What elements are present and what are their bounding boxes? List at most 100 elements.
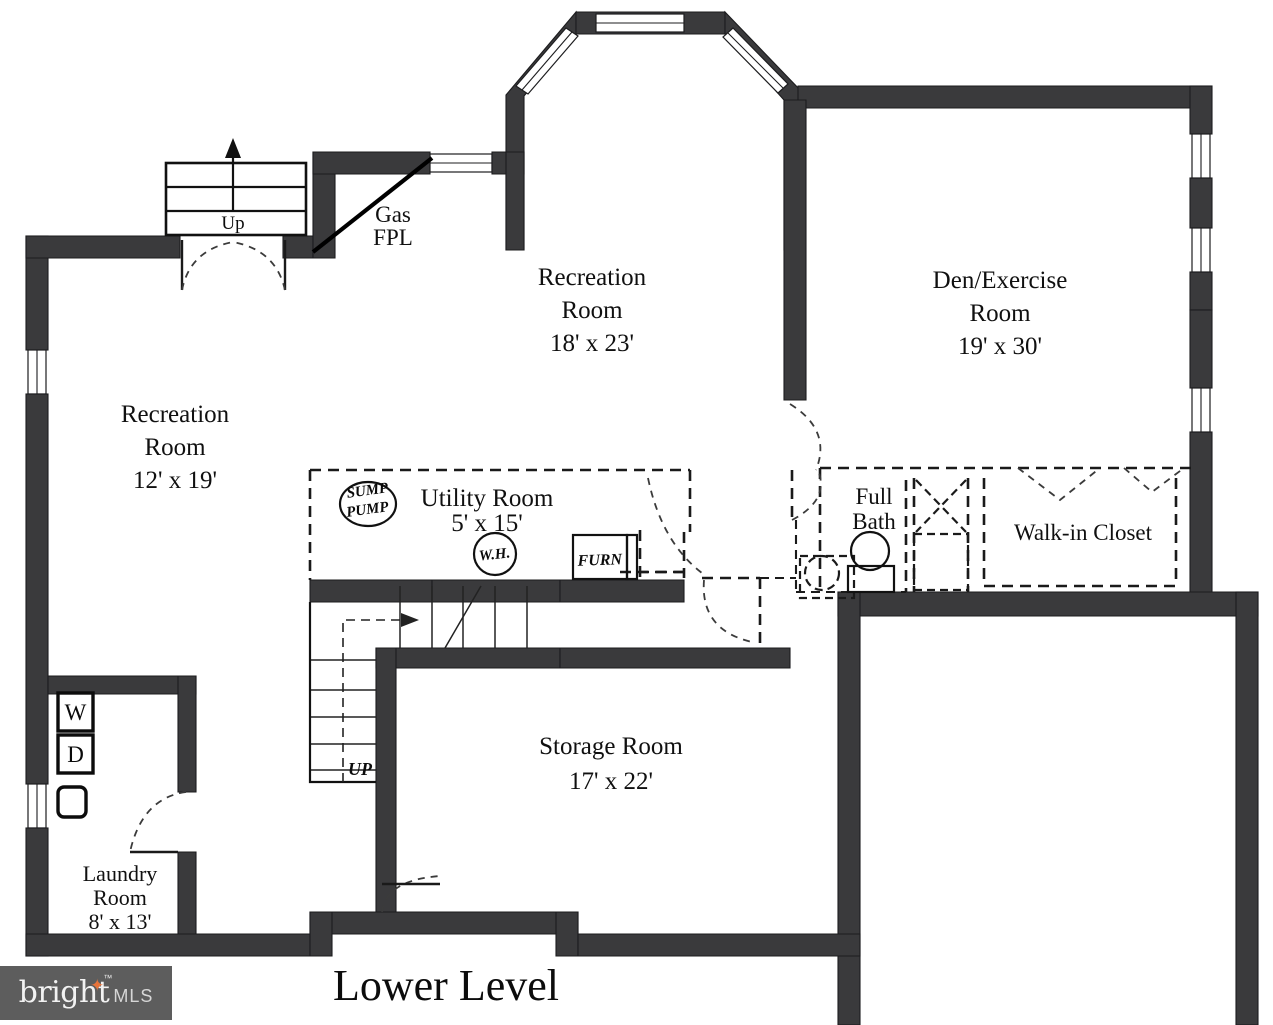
star-icon: ✦ (90, 976, 105, 995)
shower-pan (912, 532, 970, 592)
room-label-utility-name: Utility Room (421, 485, 554, 512)
room-label-den-dims: 19' x 30' (958, 333, 1042, 360)
wall-east-seg-2 (1189, 177, 1213, 229)
utility-equipment (338, 480, 639, 581)
room-label-rec-right-dims: 18' x 23' (550, 330, 634, 357)
door-swing-storage (702, 579, 753, 643)
page-title: Lower Level (333, 961, 559, 1010)
trademark-icon: ™ (103, 973, 113, 983)
wall-south-step-riser-left (309, 911, 333, 957)
wall-south-step-up (309, 911, 579, 935)
watermark-inner: bright ✦ ™ MLS (18, 974, 154, 1010)
wall-stair-landing (375, 647, 561, 669)
stamp-sump-pump-line1: SUMP (346, 480, 390, 502)
wall-south-step-riser-right (555, 911, 579, 957)
vanity-counter (846, 564, 896, 594)
wall-south-right (577, 933, 861, 957)
stair-upper-arrow-head (225, 138, 241, 158)
bright-mls-watermark: bright ✦ ™ MLS (0, 966, 172, 1020)
exterior-walls (25, 10, 1259, 1025)
stair-center-riser-6 (444, 585, 482, 649)
wall-garage-west (837, 591, 861, 1025)
stair-label-up-top: Up (221, 213, 244, 234)
label-full-bath-line1: Full (855, 484, 892, 509)
wall-north-mid-a (312, 151, 431, 175)
room-label-rec-right-name2: Room (561, 297, 623, 324)
door-swing-storage-south (381, 875, 441, 913)
wall-garage-north (837, 591, 1259, 617)
furnace-side-panel (625, 533, 639, 581)
laundry-appliances: W D (56, 691, 95, 819)
door-swing-double-2 (232, 241, 286, 291)
wall-storage-north-b (431, 579, 561, 603)
dryer-box (56, 733, 95, 775)
wall-laundry-north (47, 675, 197, 695)
stair-label-up-center: UP (348, 759, 373, 779)
room-label-laundry-name2: Room (93, 885, 147, 910)
door-swing-bath (791, 469, 822, 521)
door-swing-bath-hall (789, 403, 822, 471)
label-full-bath-line2: Bath (852, 509, 896, 534)
room-label-rec-left-name2: Room (144, 434, 206, 461)
washer-label: W (65, 700, 87, 725)
label-gas-line1: Gas (375, 202, 411, 227)
stamp-water-heater: W.H. (478, 545, 511, 564)
room-label-storage-dims: 17' x 22' (569, 768, 653, 795)
gas-fireplace-leader-line (311, 156, 434, 254)
watermark-brand-text: bright (18, 975, 110, 1010)
equipment-stamps: SUMP PUMP W.H. FURN (345, 480, 624, 570)
door-swing-laundry (129, 791, 187, 853)
stamp-sump-pump-line2: PUMP (345, 499, 390, 521)
door-swing-double (181, 241, 234, 291)
wall-east-seg-1 (1189, 85, 1213, 135)
room-label-storage-name: Storage Room (539, 733, 683, 760)
wall-landing-east (559, 647, 791, 669)
water-heater-icon (472, 531, 518, 577)
room-label-den-name2: Room (969, 300, 1031, 327)
wall-northwest (25, 235, 181, 259)
windows-east-wall (1191, 133, 1211, 433)
door-swing-utility (647, 477, 707, 577)
stairs-upper (164, 138, 308, 291)
stair-direction-labels: Up UP (221, 213, 373, 779)
room-label-rec-left-dims: 12' x 19' (133, 467, 217, 494)
room-labels: Recreation Room 18' x 23' Den/Exercise R… (83, 264, 1068, 934)
wall-storage-north (309, 579, 433, 603)
wall-east-seg-5 (1189, 431, 1213, 599)
room-label-laundry-dims: 8' x 13' (89, 909, 152, 934)
room-label-den-name: Den/Exercise (933, 267, 1068, 294)
label-walk-in-closet: Walk-in Closet (1014, 520, 1153, 545)
wall-garage-east (1235, 591, 1259, 1025)
wall-laundry-east-lower (177, 851, 197, 935)
dryer-label: D (67, 742, 84, 767)
watermark-suffix-text: MLS (113, 986, 154, 1006)
windows-bay (515, 13, 789, 95)
stair-center-arrow-head (401, 613, 419, 627)
stair-center-path (342, 619, 411, 782)
stair-center-outer-edge (308, 602, 376, 784)
door-swing-closet-left (1017, 467, 1101, 502)
interior-partitions (308, 466, 1196, 648)
door-swings (129, 403, 1185, 913)
label-gas-line2: FPL (373, 225, 413, 250)
stair-upper-body (164, 161, 308, 237)
bath-fixtures (798, 479, 970, 600)
toilet-bowl-icon (803, 554, 841, 592)
shower-x-2 (915, 479, 967, 533)
wall-den-north (797, 85, 1211, 109)
room-label-utility-dims: 5' x 15' (451, 510, 523, 537)
washer-box (56, 691, 95, 733)
utility-sink-box (56, 785, 88, 819)
wall-north-stairtop (282, 235, 314, 259)
wall-east-seg-3 (1189, 271, 1213, 311)
sink-basin-icon (849, 530, 891, 572)
wall-east-seg-4 (1189, 309, 1213, 389)
room-label-rec-right-name: Recreation (538, 264, 647, 291)
sump-pump-icon (338, 480, 398, 528)
stairs-center (308, 585, 528, 784)
wall-west-seg-2 (25, 393, 49, 785)
wall-bay-lower-left (505, 151, 525, 251)
wall-den-west (783, 99, 807, 401)
